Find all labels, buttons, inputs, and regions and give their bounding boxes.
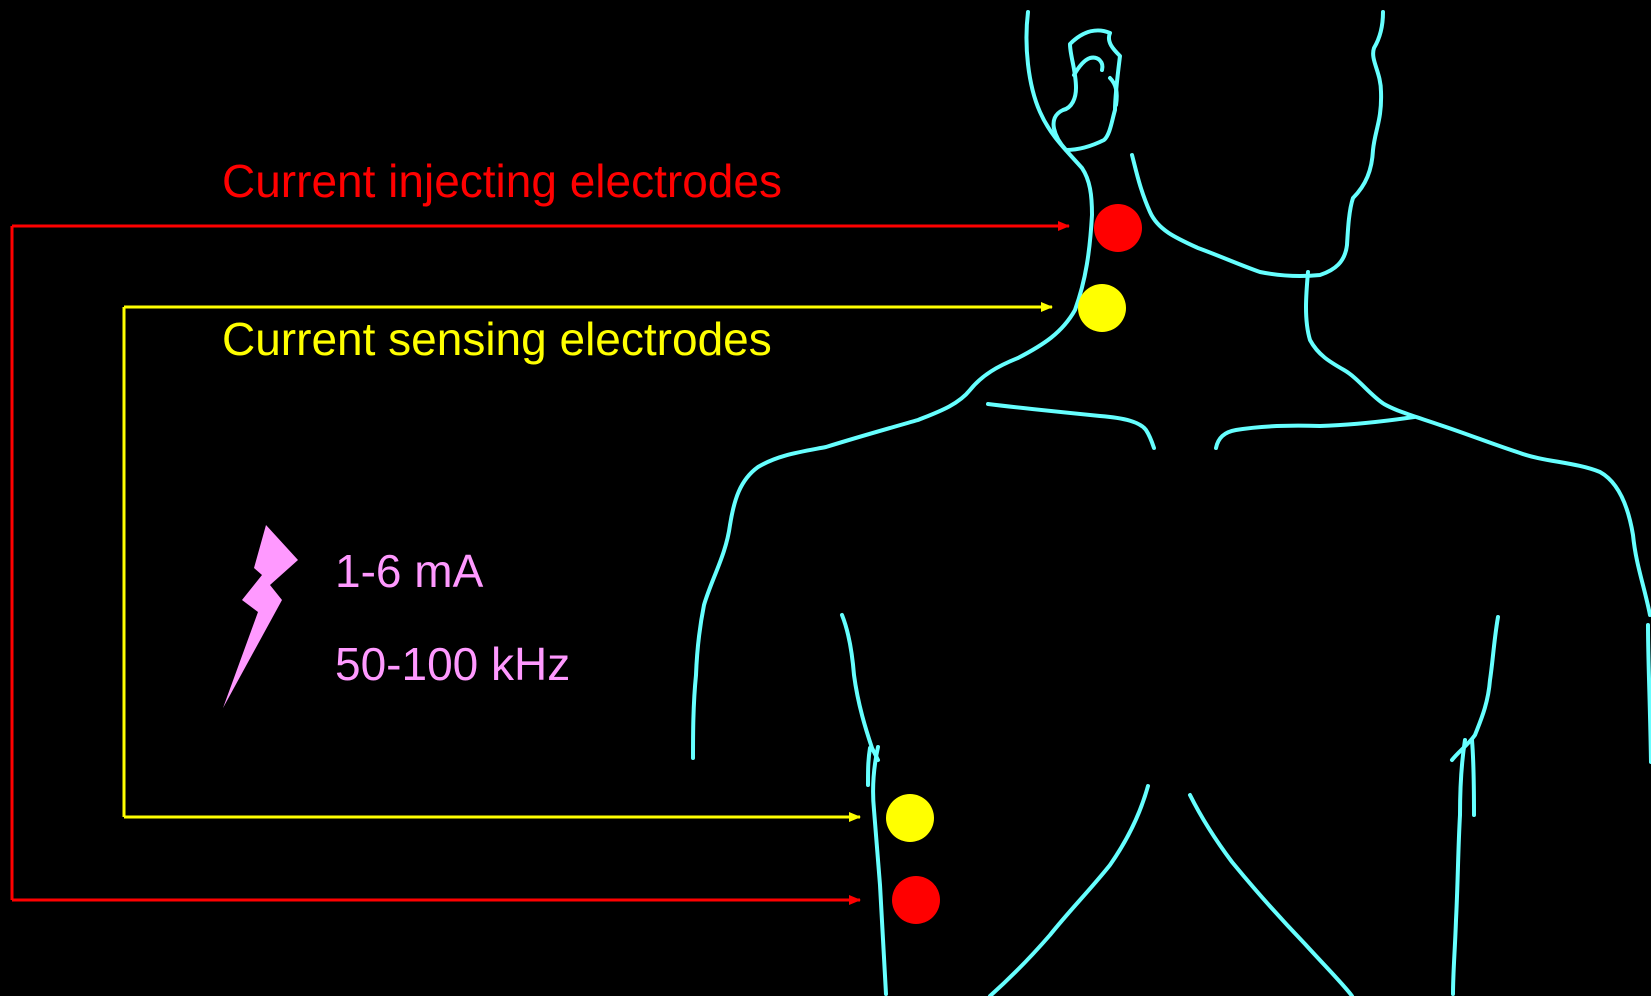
injecting-electrode-chest bbox=[892, 876, 940, 924]
injecting-electrode-neck bbox=[1094, 204, 1142, 252]
left-arm-inner-contour bbox=[873, 747, 886, 994]
sternum-line-left bbox=[990, 786, 1148, 996]
right-arm-inner-fold bbox=[1472, 740, 1474, 815]
injecting-electrodes-label: Current injecting electrodes bbox=[222, 158, 782, 204]
clavicle-left bbox=[988, 404, 1154, 448]
lightning-bolt-icon bbox=[223, 525, 298, 708]
frequency-label: 50-100 kHz bbox=[335, 641, 570, 687]
current-amplitude-label: 1-6 mA bbox=[335, 548, 483, 594]
clavicle-right bbox=[1216, 417, 1414, 448]
sensing-electrode-neck bbox=[1078, 284, 1126, 332]
sternum-line-right bbox=[1190, 795, 1352, 996]
neck-front-contour bbox=[1132, 12, 1383, 276]
sensing-electrodes-label: Current sensing electrodes bbox=[222, 316, 772, 362]
left-arm-inner-fold bbox=[868, 748, 870, 785]
body-outline bbox=[693, 12, 1651, 996]
torso-left-contour bbox=[842, 615, 878, 760]
right-arm-inner-contour bbox=[1453, 740, 1465, 994]
shoulder-right-contour bbox=[1306, 272, 1650, 615]
ear-inner bbox=[1074, 58, 1102, 75]
torso-right-contour bbox=[1452, 617, 1498, 760]
ear-outer bbox=[1054, 31, 1120, 150]
sensing-electrode-chest bbox=[886, 794, 934, 842]
head-left-contour bbox=[693, 12, 1092, 758]
